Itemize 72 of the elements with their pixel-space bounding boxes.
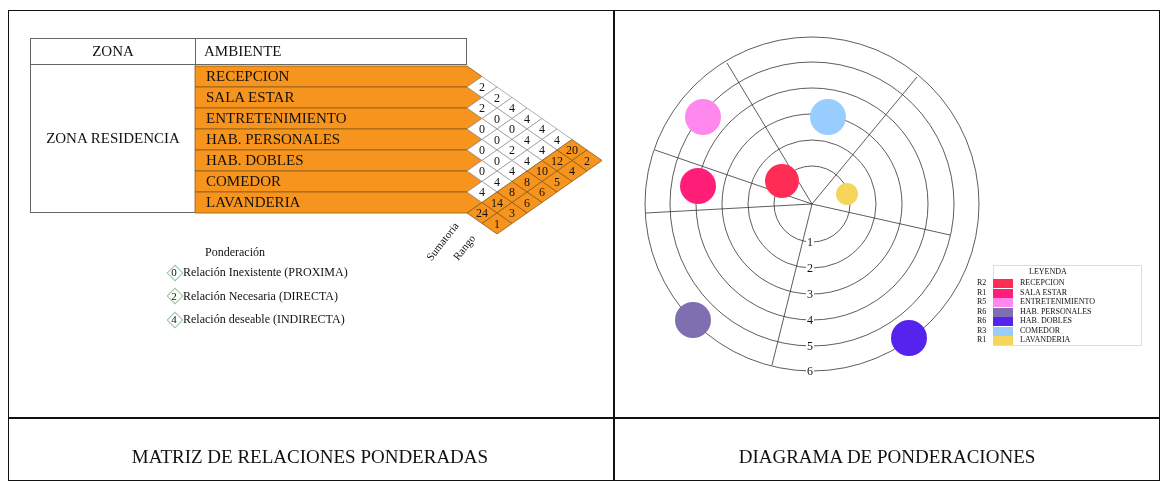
- matrix-value: 2: [479, 81, 485, 93]
- legend-text: SALA ESTAR: [1020, 288, 1068, 297]
- matrix-value: 0: [479, 165, 485, 177]
- matrix-value: 1: [494, 217, 500, 230]
- legend-text: Relación Inexistente (PROXIMA): [183, 266, 348, 278]
- matrix-value: 4: [524, 154, 530, 167]
- room-code: R5: [977, 298, 987, 306]
- room-name: RECEPCION: [206, 68, 290, 84]
- matrix-value: 2: [479, 102, 485, 114]
- legend-text: RECEPCION: [1020, 279, 1065, 287]
- matrix-value: 4: [509, 165, 515, 177]
- matrix-value: 12: [551, 154, 563, 167]
- ring-number: 5: [806, 340, 814, 352]
- legend-text: HAB. DOBLES: [1020, 317, 1072, 325]
- matrix-value: 6: [524, 196, 530, 209]
- room-name: LAVANDERIA: [206, 194, 301, 210]
- matrix-value: 0: [494, 133, 500, 146]
- ring-number: 4: [806, 314, 814, 326]
- matrix-value: 6: [539, 186, 545, 198]
- legend-text: COMEDOR: [1020, 326, 1060, 335]
- legend-title: LEYENDA: [1029, 268, 1067, 276]
- matrix-value: 0: [479, 123, 485, 135]
- matrix-value: 4: [509, 102, 515, 114]
- matrix-value: 3: [509, 207, 515, 219]
- matrix-value: 4: [539, 123, 545, 135]
- room-name: HAB. DOBLES: [206, 152, 304, 168]
- room-code: R6: [977, 317, 987, 325]
- ring-number: 2: [806, 262, 814, 274]
- matrix-value: 4: [524, 133, 530, 146]
- table-cell: ZONA: [30, 38, 196, 65]
- matrix-value: 14: [491, 196, 503, 209]
- matrix-value: 4: [494, 175, 500, 188]
- legend-text: Relación Necesaria (DIRECTA): [183, 289, 338, 302]
- matrix-value: 24: [476, 207, 488, 219]
- matrix-value: 4: [524, 112, 530, 125]
- room-code: R3: [977, 326, 987, 335]
- ring-number: 1: [806, 236, 814, 248]
- matrix-value: 4: [554, 133, 560, 146]
- room-code: R2: [977, 279, 987, 287]
- legend-text: LAVANDERIA: [1020, 336, 1071, 344]
- matrix-value: 5: [554, 175, 560, 188]
- matrix-value: 20: [566, 144, 578, 156]
- room-code: R6: [977, 307, 987, 316]
- ring-number: 6: [806, 365, 814, 377]
- matrix-value: 8: [509, 186, 515, 198]
- matrix-value: 2: [584, 154, 590, 167]
- matrix-value: 0: [479, 144, 485, 156]
- matrix-value: 4: [539, 144, 545, 156]
- matrix-value: 0: [509, 123, 515, 135]
- legend-title: Ponderación: [205, 246, 265, 258]
- table-cell: ZONA RESIDENCIA: [30, 64, 196, 213]
- matrix-value: 8: [524, 175, 530, 188]
- ring-number: 3: [806, 288, 814, 300]
- matrix-value: 0: [494, 112, 500, 125]
- matrix-value: 0: [494, 154, 500, 167]
- matrix-value: 2: [494, 91, 500, 104]
- legend-text: HAB. PERSONALES: [1020, 307, 1092, 316]
- matrix-value: 4: [479, 186, 485, 198]
- room-code: R1: [977, 288, 987, 297]
- matrix-value: 2: [509, 144, 515, 156]
- legend-text: ENTRETENIMIENTO: [1020, 298, 1095, 306]
- room-code: R1: [977, 336, 987, 344]
- caption: MATRIZ DE RELACIONES PONDERADAS: [131, 446, 489, 468]
- matrix-value: 10: [536, 165, 548, 177]
- room-name: SALA ESTAR: [206, 89, 295, 105]
- room-name: COMEDOR: [206, 173, 281, 189]
- table-cell: AMBIENTE: [195, 38, 467, 65]
- room-name: ENTRETENIMIENTO: [206, 110, 347, 126]
- room-name: HAB. PERSONALES: [206, 131, 341, 147]
- matrix-value: 4: [569, 165, 575, 177]
- legend-text: Relación deseable (INDIRECTA): [183, 313, 345, 325]
- caption: DIAGRAMA DE PONDERACIONES: [738, 446, 1036, 468]
